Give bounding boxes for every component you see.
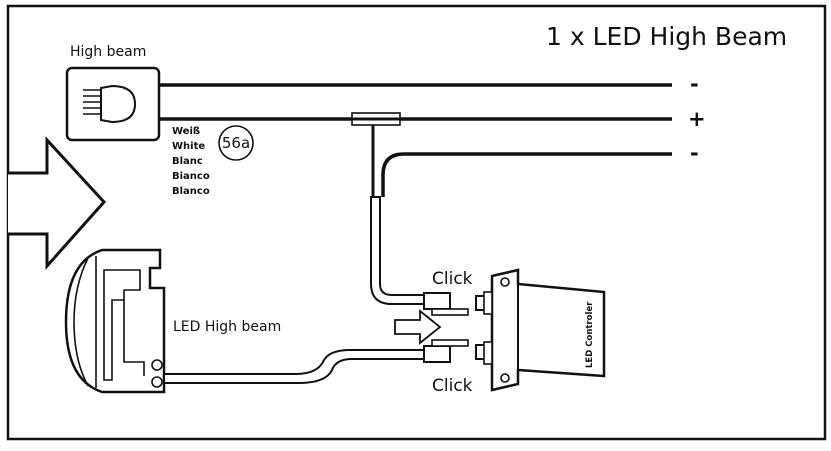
click-label-top: Click <box>432 269 473 289</box>
led-high-beam-label: LED High beam <box>173 319 281 335</box>
wire-color-name: Blanc <box>172 156 203 167</box>
wire-code-text: 56a <box>222 134 250 152</box>
direction-arrow-icon <box>8 136 107 270</box>
wire-splice <box>351 112 401 126</box>
wire-code-badge: 56a <box>218 125 254 161</box>
wire-bundle-lower <box>163 349 425 384</box>
controller-label: LED Controler <box>585 301 595 368</box>
led-headlight-module-icon <box>64 248 166 394</box>
terminal-label-negative-bottom: - <box>690 141 699 165</box>
connector-plug-icon <box>423 292 493 316</box>
click-label-bottom: Click <box>432 376 473 396</box>
high-beam-lamp-icon <box>65 66 161 142</box>
wire-color-name: Weiß <box>172 126 200 137</box>
wire-color-name: White <box>172 141 205 152</box>
wire-color-name: Blanco <box>172 186 210 197</box>
terminal-label-positive: + <box>688 107 706 131</box>
connector-plug-icon <box>423 339 493 363</box>
wire-color-name: Bianco <box>172 171 210 182</box>
diagram-title: 1 x LED High Beam <box>546 22 787 51</box>
led-controller-box-icon <box>483 268 606 392</box>
high-beam-label: High beam <box>70 44 146 60</box>
wire-bundle-upper <box>370 196 425 305</box>
insert-arrow-icon <box>394 309 442 345</box>
terminal-label-negative-top: - <box>690 72 699 96</box>
wire-negative-lower <box>381 152 672 197</box>
